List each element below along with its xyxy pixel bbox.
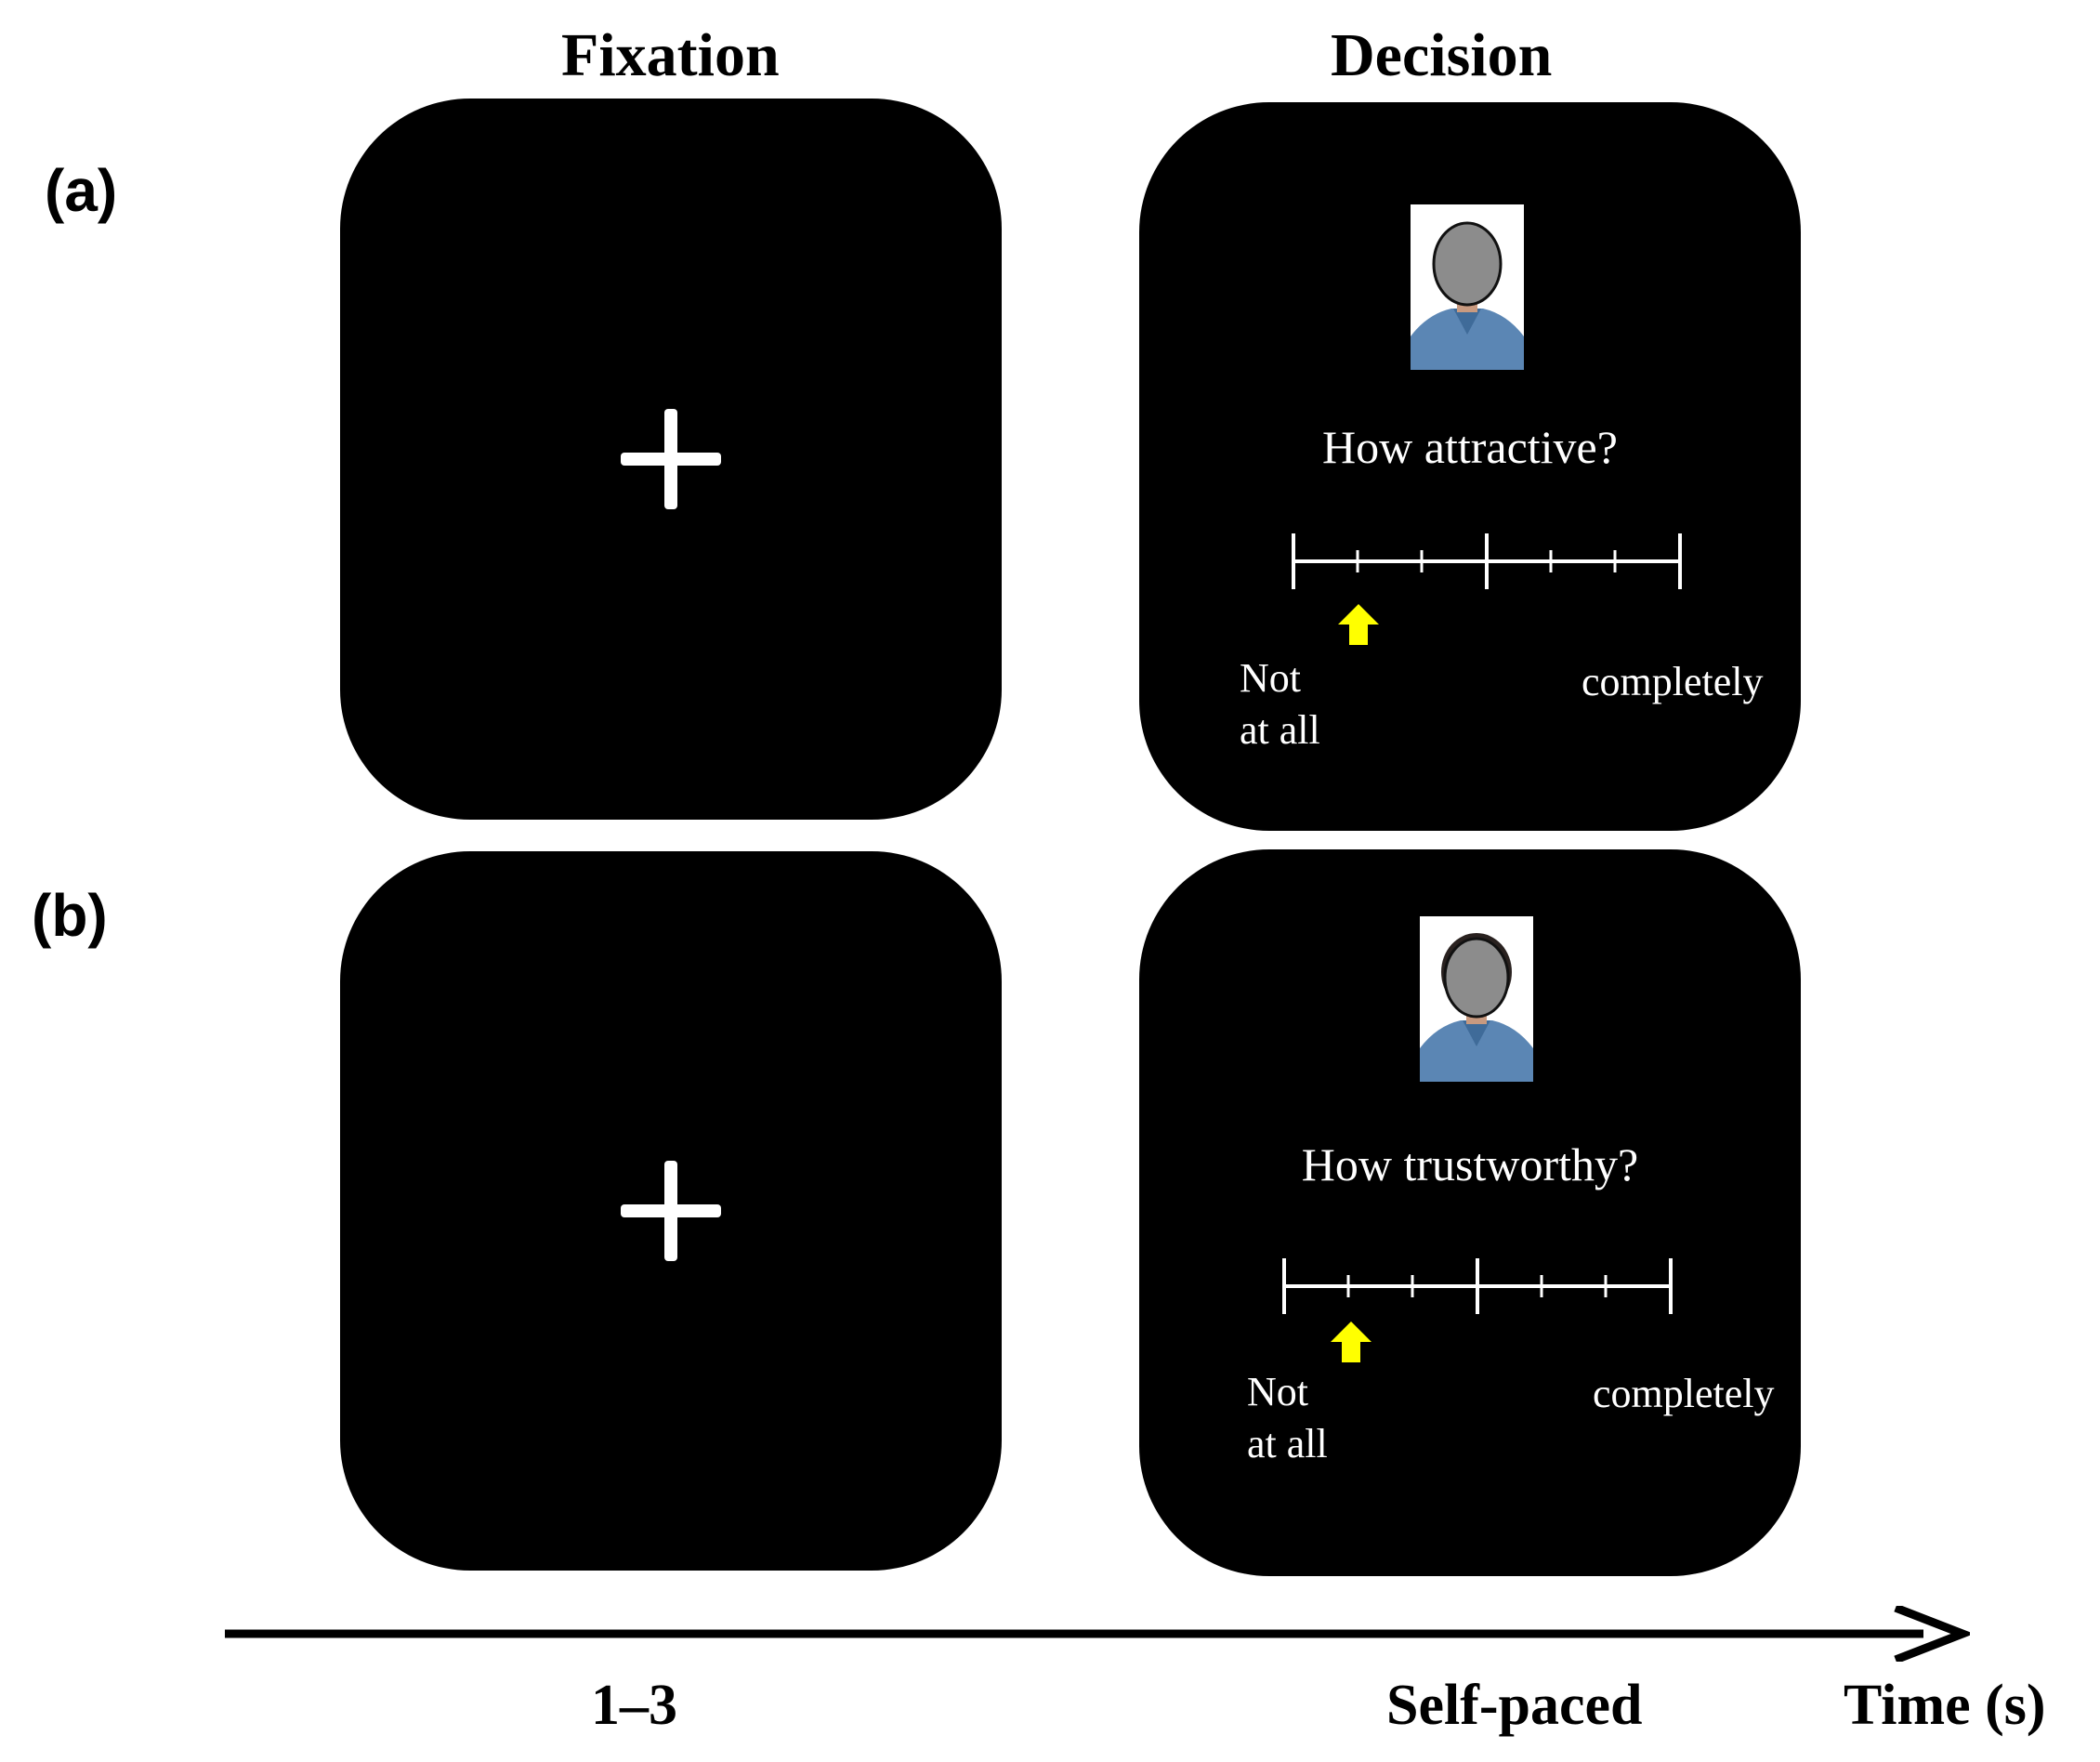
scale-left-label: Not at all [1240, 655, 1320, 753]
question-text: How attractive? [1322, 421, 1618, 473]
time-axis-label: Time (s) [1844, 1674, 2046, 1737]
face-photo-icon [1411, 204, 1524, 370]
question-text: How trustworthy? [1301, 1138, 1639, 1190]
fixation-cross-icon [621, 409, 721, 509]
fixation-screen-b [340, 851, 1002, 1571]
scale-right-label: completely [1593, 1371, 1775, 1416]
row-label-b: (b) [32, 882, 108, 949]
rating-scale [1282, 1258, 1673, 1314]
selection-arrow-icon [1338, 604, 1379, 645]
decision-duration-label: Self-paced [1386, 1674, 1643, 1737]
row-label-a: (a) [45, 157, 118, 224]
decision-screen-b: How trustworthy? Not at all completely [1139, 849, 1801, 1576]
face-photo-icon [1420, 916, 1533, 1082]
fixation-screen-a [340, 99, 1002, 820]
decision-screen-a: How attractive? Not at all completely [1139, 102, 1801, 831]
scale-right-label: completely [1582, 659, 1764, 704]
fixation-column-title: Fixation [561, 21, 780, 89]
fixation-duration-label: 1–3 [591, 1674, 677, 1737]
rating-scale [1292, 533, 1682, 589]
time-axis-arrow [225, 1606, 1970, 1662]
selection-arrow-icon [1331, 1322, 1372, 1362]
decision-column-title: Decision [1331, 21, 1553, 89]
scale-left-label: Not at all [1247, 1369, 1328, 1466]
fixation-cross-icon [621, 1161, 721, 1261]
